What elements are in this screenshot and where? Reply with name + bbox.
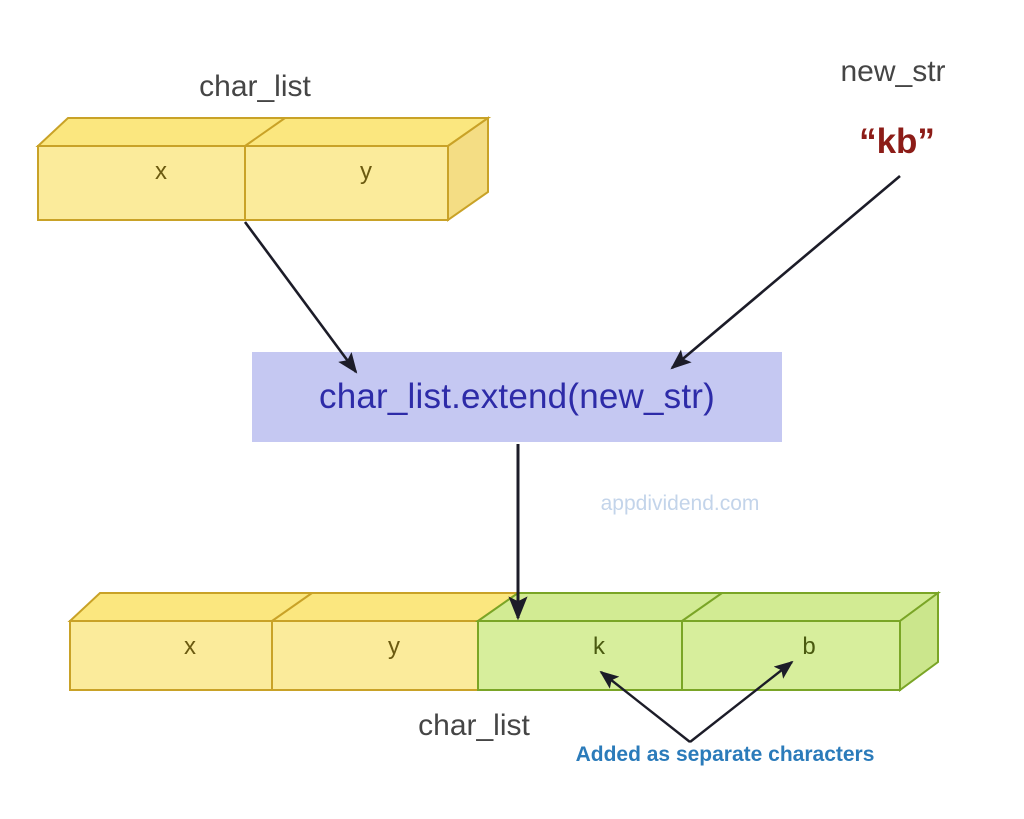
- bottom-list-cell-2-value: k: [593, 633, 605, 660]
- bottom-list-cell-3-value: b: [802, 633, 816, 660]
- top-list-cell-0-value: x: [155, 158, 167, 185]
- bottom-list-divider-kb-top: [681, 592, 723, 622]
- top-list-top-face: [35, 117, 492, 147]
- bottom-list-yellow-front-face: [69, 620, 479, 691]
- bottom-list-cell-1-value: y: [388, 633, 400, 660]
- new-str-label: new_str: [840, 55, 946, 88]
- code-expression-text: char_list.extend(new_str): [319, 377, 715, 416]
- arrow-annotation-to-k: [599, 670, 691, 743]
- new-str-value: “kb”: [859, 122, 935, 161]
- bottom-list-yellow-top-face: [67, 592, 522, 622]
- bottom-list-cell-0-value: x: [184, 633, 196, 660]
- arrow-annotation-to-b: [689, 660, 794, 743]
- top-list-cell-1-value: y: [360, 158, 372, 185]
- top-list-label: char_list: [199, 70, 311, 103]
- bottom-list-box: [67, 591, 942, 692]
- top-list-divider-top: [244, 117, 286, 147]
- top-list-front-face: [37, 145, 449, 221]
- bottom-list-divider-xy-top: [271, 592, 313, 622]
- watermark: appdividend.com: [600, 492, 760, 515]
- bottom-list-label: char_list: [418, 709, 530, 742]
- bottom-list-green-front-face: [477, 620, 901, 691]
- bottom-list-green-top-face: [474, 592, 942, 622]
- annotation-text: Added as separate characters: [575, 743, 875, 766]
- top-list-box: [35, 116, 492, 222]
- arrow-newstr-to-code: [670, 175, 901, 370]
- arrow-charlist-to-code: [243, 221, 358, 374]
